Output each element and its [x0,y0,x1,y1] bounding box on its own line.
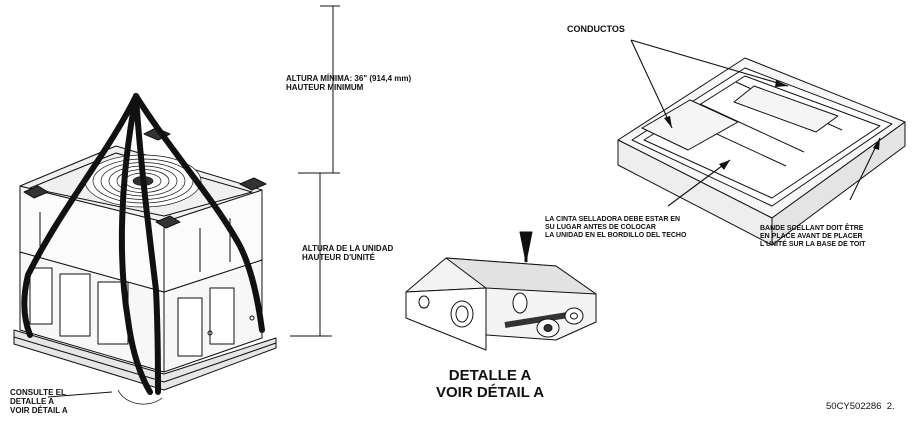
unit-height-label: ALTURA DE LA UNIDAD HAUTEUR D'UNITÉ [302,244,394,262]
dimension-lines [290,5,340,337]
callout-arrows [630,39,881,207]
consult-detail-label: CONSULTE EL DETALLE A VOIR DÉTAIL A [10,388,68,415]
figure-code: 50CY502286 2. [826,401,895,412]
detail-a-title: DETALLE A VOIR DÉTAIL A [436,367,545,401]
roof-curb [617,57,906,246]
sealing-tape-note-es: LA CINTA SELLADORA DEBE ESTAR EN SU LUGA… [545,216,687,239]
min-height-label: ALTURA MÍNIMA: 36" (914,4 mm) HAUTEUR MI… [286,74,412,92]
detail-a-illustration [405,231,597,351]
ducts-label: CONDUCTOS [567,24,625,34]
sealing-tape-note-fr: BANDE SCELLANT DOIT ÊTRE EN PLACE AVANT … [760,225,866,248]
rigging-straps [21,93,265,395]
